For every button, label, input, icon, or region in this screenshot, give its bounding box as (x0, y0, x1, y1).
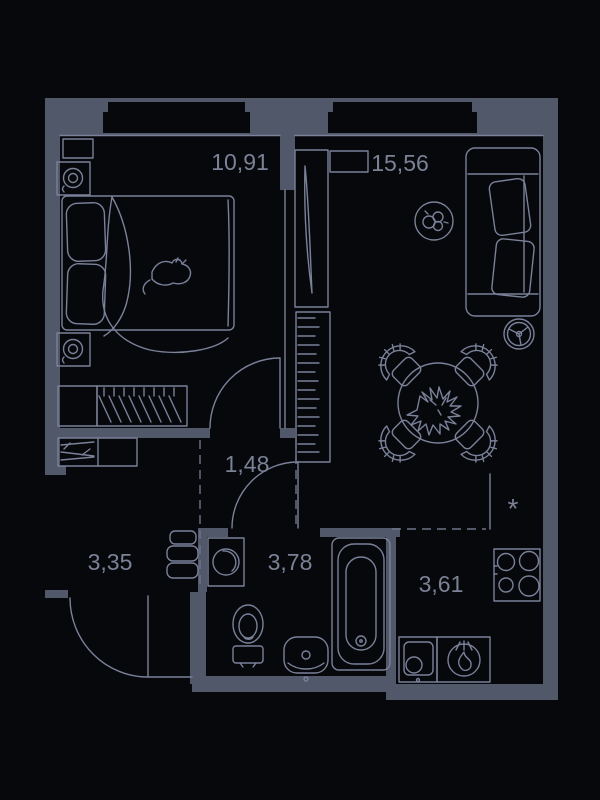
pillow-icon (488, 177, 532, 237)
wall-bottom-left (192, 676, 388, 692)
bench-icon (166, 530, 199, 579)
washing-machine-icon (207, 537, 245, 587)
mirror-wardrobe-icon (294, 149, 329, 308)
wall-bedroom-south (45, 428, 210, 438)
nightstand-lamp-icon (62, 167, 84, 189)
wall-entry-cap (45, 590, 68, 598)
wall-bath-west (198, 537, 207, 592)
fan-icon (503, 318, 535, 350)
nightstand-lamp-icon (62, 338, 84, 360)
wall-right (543, 98, 558, 700)
bathtub-icon (331, 537, 391, 671)
area-label-corridor: 1,48 (225, 451, 270, 477)
wall-bedroom-south-stub (280, 428, 295, 438)
window-icon (108, 102, 245, 112)
stove-icon (493, 548, 541, 602)
windows (103, 102, 477, 133)
stove-note-asterisk: * (508, 493, 519, 524)
water-heater-icon (436, 636, 491, 683)
wall-partition-stub (280, 135, 295, 190)
entry-door-icon (69, 595, 193, 678)
window-icon (103, 112, 250, 133)
radiator-icon (329, 150, 369, 173)
interior-door-icon (209, 357, 281, 429)
radiator-icon (62, 138, 94, 159)
toilet-icon (232, 604, 264, 668)
nightstand-top (56, 161, 91, 196)
pillow-icon (491, 238, 535, 298)
window-icon (333, 102, 472, 112)
blanket-edge (227, 199, 230, 327)
wall-bottom-right (386, 684, 558, 700)
dining-table-icon (397, 362, 479, 444)
pillow-icon (65, 202, 107, 262)
wall-bath-north-right (320, 528, 400, 537)
nightstand-bottom (56, 332, 91, 367)
bed-icon (61, 195, 235, 354)
shelving-icon (295, 311, 331, 463)
plant-icon (406, 386, 462, 436)
area-label-kitchen: 3,61 (419, 571, 464, 597)
wall-left (45, 98, 60, 470)
pillow-icon (65, 263, 107, 325)
area-label-hallway: 3,35 (88, 549, 133, 575)
blanket-fold (103, 196, 132, 337)
wall-entry-block (190, 592, 206, 684)
shoe-rack-icon (57, 437, 138, 467)
area-label-bedroom: 10,91 (211, 149, 269, 175)
sofa-icon (465, 147, 541, 317)
window-icon (328, 112, 477, 133)
area-label-bathroom: 3,78 (268, 549, 313, 575)
bathroom-sink-icon (283, 636, 329, 682)
area-label-living: 15,56 (371, 150, 429, 176)
ceiling-lamp-icon (414, 201, 454, 241)
cat-icon (142, 257, 192, 295)
wall-bath-kitchen (386, 537, 396, 684)
wall-bath-north-left (198, 528, 228, 537)
interior-door-icon (231, 461, 299, 529)
wall-left-cap (45, 466, 66, 475)
wardrobe-hangers-icon (57, 385, 188, 427)
